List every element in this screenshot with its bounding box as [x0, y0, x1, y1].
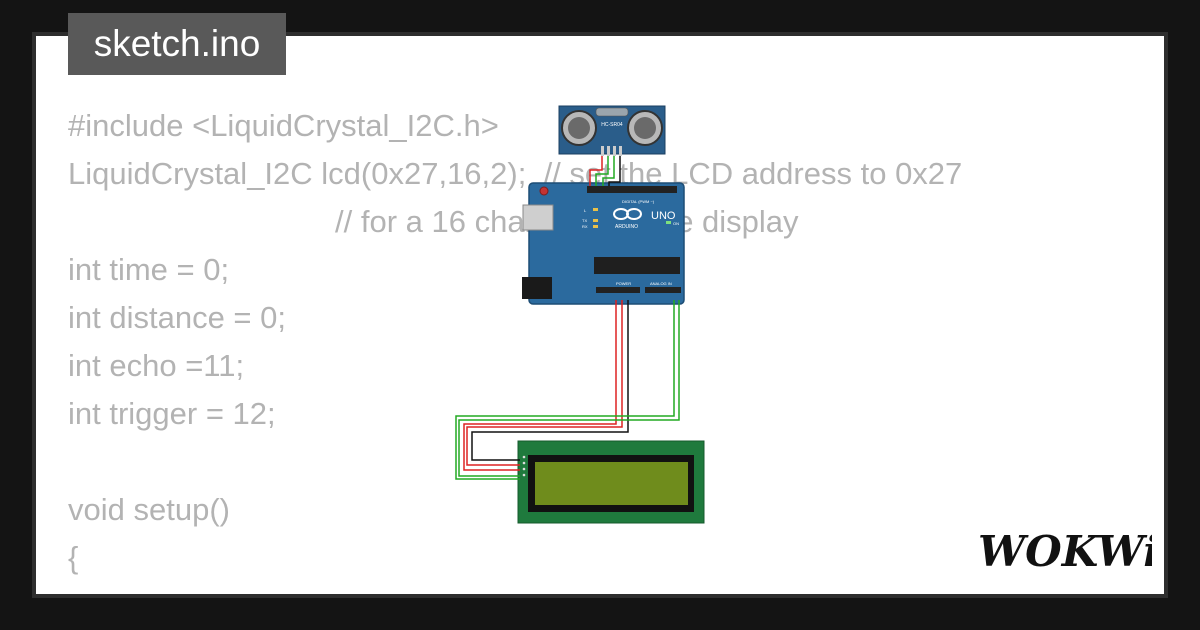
- ultrasonic-sensor[interactable]: HC-SR04: [558, 105, 666, 156]
- board-brand: ARDUINO: [615, 224, 638, 230]
- code-line: pinMode(echo, INPUT);: [68, 586, 411, 594]
- lcd-display[interactable]: [517, 440, 705, 524]
- lcd-wires: [455, 300, 680, 480]
- wokwi-logo-text: WOKWi: [978, 527, 1152, 576]
- sensor-label: HC-SR04: [601, 122, 623, 128]
- board-led-tx: TX: [582, 218, 587, 223]
- code-line: void setup(): [68, 492, 230, 527]
- board-header-analog: ANALOG IN: [650, 281, 672, 286]
- code-line: int time = 0;: [68, 252, 230, 287]
- code-line: int trigger = 12;: [68, 396, 276, 431]
- code-line: #include <LiquidCrystal_I2C.h>: [68, 108, 499, 143]
- board-led-rx: RX: [582, 224, 588, 229]
- board-header-digital: DIGITAL (PWM ~): [622, 199, 655, 204]
- sensor-wires: [589, 156, 621, 186]
- arduino-infinity-logo: [613, 208, 642, 220]
- board-header-power: POWER: [616, 281, 631, 286]
- wokwi-logo[interactable]: WOKWi: [976, 524, 1152, 576]
- board-led-l: L: [584, 208, 587, 213]
- code-line: {: [68, 540, 79, 575]
- code-line: int echo =11;: [68, 348, 245, 383]
- board-model: UNO: [651, 210, 676, 222]
- board-led-on: ON: [673, 221, 679, 226]
- code-line: int distance = 0;: [68, 300, 286, 335]
- file-name-tab[interactable]: sketch.ino: [68, 13, 286, 75]
- arduino-uno-board[interactable]: UNO ARDUINO DIGITAL (PWM ~) POWER ANALOG…: [522, 182, 685, 305]
